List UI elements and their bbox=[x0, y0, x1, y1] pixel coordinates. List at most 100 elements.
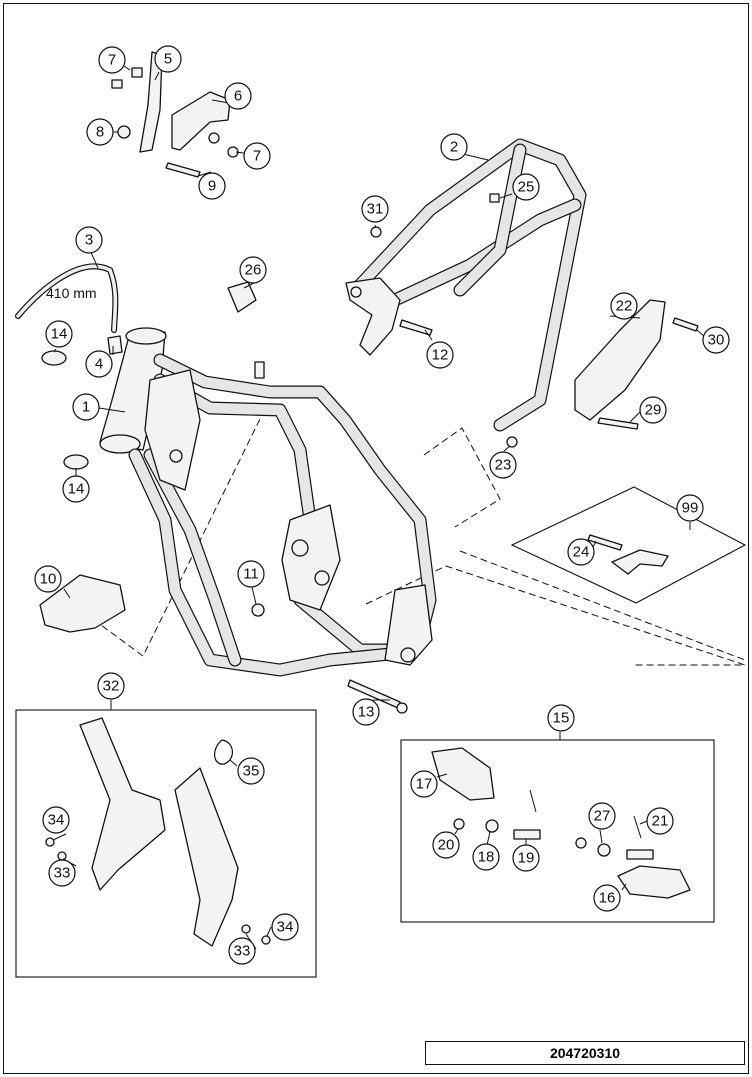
pin-footrest bbox=[626, 849, 654, 860]
callout-3: 3 bbox=[75, 226, 103, 254]
clamp-14b bbox=[63, 454, 89, 470]
screw-7b bbox=[111, 79, 123, 89]
screw-29 bbox=[597, 417, 639, 430]
svg-text:16: 16 bbox=[599, 890, 616, 907]
footrest-17 bbox=[431, 747, 495, 801]
washer-20 bbox=[453, 818, 465, 830]
screw-34a bbox=[45, 837, 55, 847]
subframe-mount-hole bbox=[350, 286, 362, 298]
callout-18: 18 bbox=[472, 843, 500, 871]
callout-16: 16 bbox=[593, 884, 621, 912]
svg-text:12: 12 bbox=[432, 347, 449, 364]
split-pin bbox=[529, 789, 537, 813]
pivot-hole bbox=[291, 539, 309, 557]
callout-21: 21 bbox=[646, 807, 674, 835]
svg-text:14: 14 bbox=[51, 326, 68, 343]
svg-text:15: 15 bbox=[553, 710, 570, 727]
svg-text:35: 35 bbox=[243, 763, 260, 780]
frame-gusset bbox=[144, 369, 201, 491]
callout-6: 6 bbox=[224, 82, 252, 110]
spring-27 bbox=[597, 843, 611, 857]
dash-region-23 bbox=[423, 427, 501, 528]
callout-30: 30 bbox=[702, 326, 730, 354]
split-pin-21 bbox=[633, 815, 642, 839]
callout-26: 26 bbox=[239, 256, 267, 284]
svg-text:2: 2 bbox=[450, 139, 458, 156]
callout-99: 99 bbox=[676, 494, 704, 522]
svg-text:99: 99 bbox=[682, 500, 699, 517]
svg-text:7: 7 bbox=[253, 148, 261, 165]
svg-text:19: 19 bbox=[518, 850, 535, 867]
sticker-26 bbox=[227, 281, 257, 313]
callout-9: 9 bbox=[198, 172, 226, 200]
frame-guard-right bbox=[174, 767, 239, 947]
subframe bbox=[345, 138, 587, 432]
group-box-32 bbox=[15, 709, 317, 978]
frame-guard-left bbox=[79, 717, 166, 891]
pivot-hole-lower bbox=[314, 570, 330, 586]
callout-8: 8 bbox=[86, 118, 114, 146]
guard-10 bbox=[39, 574, 126, 633]
nut-11 bbox=[251, 603, 265, 617]
svg-text:20: 20 bbox=[438, 837, 455, 854]
svg-text:21: 21 bbox=[652, 813, 669, 830]
nipple-4 bbox=[107, 335, 123, 355]
svg-text:22: 22 bbox=[616, 298, 633, 315]
nut-31 bbox=[370, 226, 382, 238]
svg-text:5: 5 bbox=[164, 51, 172, 68]
bolt-13-head bbox=[396, 702, 408, 714]
svg-text:17: 17 bbox=[416, 776, 433, 793]
callout-14-bottom: 14 bbox=[62, 475, 90, 503]
drawing-number: 204720310 bbox=[425, 1041, 745, 1065]
svg-text:25: 25 bbox=[518, 179, 535, 196]
screw-34b bbox=[261, 935, 271, 945]
leader-lines bbox=[52, 61, 706, 950]
steering-head-top bbox=[125, 327, 167, 345]
svg-text:1: 1 bbox=[82, 399, 90, 416]
svg-text:6: 6 bbox=[234, 88, 242, 105]
pin-19 bbox=[513, 829, 541, 840]
screw-7a bbox=[131, 67, 143, 78]
svg-text:34: 34 bbox=[48, 812, 65, 829]
svg-text:26: 26 bbox=[245, 262, 262, 279]
callout-32: 32 bbox=[97, 672, 125, 700]
screw-25 bbox=[489, 193, 500, 203]
engine-mount-hole bbox=[169, 449, 183, 463]
svg-text:23: 23 bbox=[495, 457, 512, 474]
strap-35 bbox=[214, 739, 233, 765]
callout-19: 19 bbox=[512, 844, 540, 872]
svg-text:34: 34 bbox=[277, 919, 294, 936]
svg-text:13: 13 bbox=[358, 704, 375, 721]
svg-text:31: 31 bbox=[367, 201, 384, 218]
svg-text:14: 14 bbox=[68, 481, 85, 498]
callout-15: 15 bbox=[547, 704, 575, 732]
nut-8 bbox=[117, 125, 131, 139]
footrest-16 bbox=[617, 865, 691, 899]
callout-7-top: 7 bbox=[98, 46, 126, 74]
callout-13: 13 bbox=[352, 698, 380, 726]
svg-text:18: 18 bbox=[478, 849, 495, 866]
callout-25: 25 bbox=[512, 173, 540, 201]
dash-region-right bbox=[365, 565, 746, 666]
callout-1: 1 bbox=[72, 393, 100, 421]
washer-33a bbox=[57, 851, 67, 861]
callout-31: 31 bbox=[361, 195, 389, 223]
svg-text:24: 24 bbox=[573, 544, 590, 561]
callout-24: 24 bbox=[567, 538, 595, 566]
svg-text:32: 32 bbox=[103, 678, 120, 695]
group-box-99 bbox=[510, 486, 747, 604]
screw-24 bbox=[587, 534, 623, 551]
hose-length-label: 410 mm bbox=[46, 285, 97, 301]
screw-12 bbox=[399, 319, 433, 336]
washer-27a bbox=[575, 837, 587, 849]
main-frame bbox=[99, 327, 437, 677]
svg-text:33: 33 bbox=[54, 865, 71, 882]
screw-30 bbox=[672, 317, 699, 332]
bracket-6 bbox=[171, 91, 231, 151]
chain-guide-24 bbox=[611, 549, 669, 575]
callout-17: 17 bbox=[410, 770, 438, 798]
callout-10: 10 bbox=[34, 565, 62, 593]
callout-20: 20 bbox=[432, 831, 460, 859]
rear-lower-plate bbox=[384, 584, 433, 666]
